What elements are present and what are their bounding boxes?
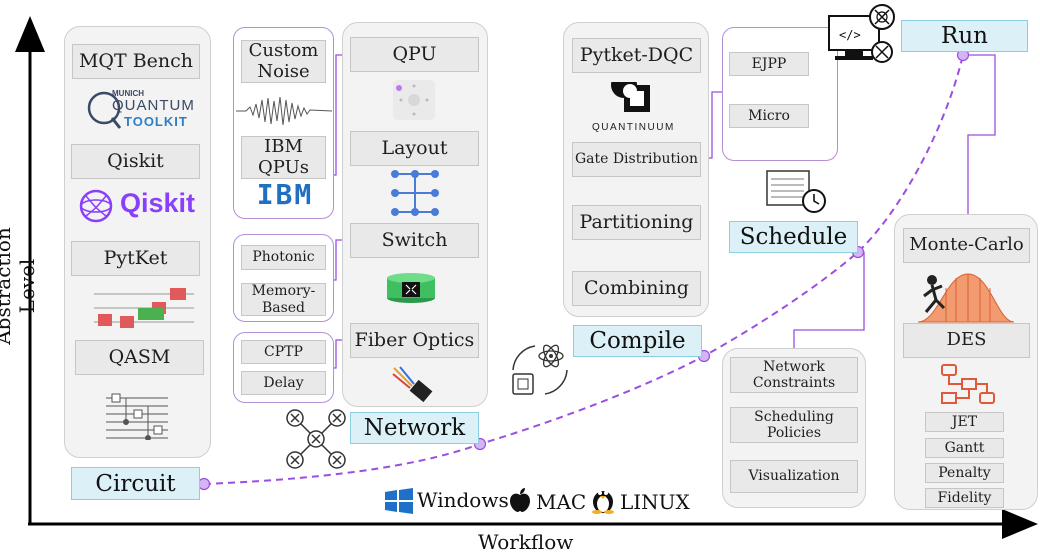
fiber-optics-box: Fiber Optics <box>350 323 479 358</box>
mqt-logo-quantum: QUANTUM <box>112 97 195 114</box>
qasm-circuit-icon <box>106 393 168 440</box>
munich-quantum-toolkit-logo: MUNICH QUANTUM TOOLKIT <box>84 86 196 132</box>
jet-box: JET <box>925 412 1004 432</box>
pytket-circuit-icon <box>94 288 194 328</box>
mac-label: MAC <box>536 490 587 514</box>
qpu-box: QPU <box>350 37 479 72</box>
qpu-chip-icon <box>393 80 435 120</box>
custom-noise-box: Custom Noise <box>241 40 326 83</box>
mqt-bench-box: MQT Bench <box>72 44 200 79</box>
run-panel <box>894 214 1038 510</box>
stage-compile: Compile <box>573 325 702 357</box>
pytket-box: PytKet <box>71 241 200 276</box>
gate-distribution-box: Gate Distribution <box>572 142 701 177</box>
network-constraints-box: Network Constraints <box>730 357 858 393</box>
fidelity-box: Fidelity <box>925 488 1004 508</box>
micro-box: Micro <box>729 104 809 128</box>
qiskit-logo: Qiskit <box>78 188 203 224</box>
run-computer-icon: </> <box>828 4 895 63</box>
quantinuum-q-icon <box>611 72 650 112</box>
penalty-box: Penalty <box>925 463 1004 483</box>
linux-label: LINUX <box>620 490 690 514</box>
y-axis-label: Abstraction Level <box>0 227 39 345</box>
pytket-dqc-box: Pytket-DQC <box>572 38 701 73</box>
layout-box: Layout <box>350 131 479 166</box>
fiber-optic-icon <box>392 366 433 403</box>
ibm-logo: IBM <box>256 178 314 211</box>
cptp-box: CPTP <box>241 340 326 364</box>
layout-graph-icon <box>391 170 439 216</box>
switch-device-icon <box>387 273 435 303</box>
partitioning-box: Partitioning <box>572 205 701 240</box>
visualization-box: Visualization <box>730 460 858 493</box>
windows-icon <box>385 488 413 514</box>
ibm-qpus-box: IBM QPUs <box>241 136 326 179</box>
code-glyph: </> <box>839 28 861 42</box>
distribution-subpanel <box>722 27 838 161</box>
monte-carlo-distribution-icon <box>917 273 1015 323</box>
mqt-logo-icon <box>87 91 122 129</box>
combining-box: Combining <box>572 271 701 306</box>
quantinuum-logo: QUANTINUUM <box>590 72 685 136</box>
des-flowchart-icon <box>941 364 995 404</box>
windows-label: Windows <box>417 488 509 512</box>
stage-circuit: Circuit <box>71 467 200 500</box>
connector-schedule-network <box>793 251 865 348</box>
qasm-box: QASM <box>75 340 204 375</box>
compile-cycle-icon <box>512 344 568 395</box>
connector-run-montecarlo <box>963 54 996 228</box>
workflow-curve <box>203 54 964 485</box>
stage-schedule: Schedule <box>729 221 858 253</box>
stage-run: Run <box>901 20 1028 52</box>
network-topology-icon <box>286 409 346 469</box>
linux-tux-icon <box>592 491 614 514</box>
qiskit-atom-icon <box>79 189 113 223</box>
apple-icon <box>510 488 530 512</box>
delay-box: Delay <box>241 371 326 395</box>
x-axis-label: Workflow <box>478 530 574 554</box>
mqt-logo-small-text: MUNICH <box>112 89 144 98</box>
noise-waveform-icon <box>236 96 332 126</box>
monte-carlo-box: Monte-Carlo <box>903 228 1030 263</box>
quantinuum-logo-text: QUANTINUUM <box>592 122 675 133</box>
ejpp-box: EJPP <box>729 52 809 76</box>
qiskit-logo-text: Qiskit <box>120 188 196 218</box>
photonic-box: Photonic <box>241 245 326 270</box>
stage-network: Network <box>350 412 479 444</box>
des-box: DES <box>903 323 1030 358</box>
mqt-logo-toolkit: TOOLKIT <box>124 114 188 129</box>
node-circuit <box>197 477 211 491</box>
switch-box: Switch <box>350 223 479 258</box>
memory-based-box: Memory-Based <box>241 283 326 316</box>
schedule-clock-icon <box>766 170 826 213</box>
qiskit-box: Qiskit <box>71 144 200 179</box>
gantt-box: Gantt <box>925 438 1004 458</box>
scheduling-policies-box: Scheduling Policies <box>730 407 858 443</box>
